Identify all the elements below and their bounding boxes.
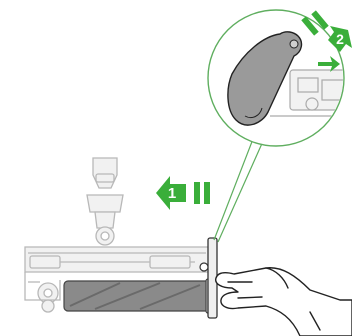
end-cap-release-button: [200, 263, 208, 271]
step-1-arrow-icon: 1: [156, 176, 210, 210]
wheel-left-inner: [42, 300, 54, 312]
motion-line: [194, 182, 200, 204]
floor-head-collar: [96, 174, 114, 182]
floor-head-neck: [93, 158, 117, 188]
callout-release-button: [290, 40, 298, 48]
callout-circle: [208, 10, 350, 146]
step-1-number: 1: [168, 185, 176, 202]
brush-bar: [64, 279, 214, 313]
floor-head-joint: [87, 195, 123, 212]
motion-line: [204, 182, 210, 204]
step-2-number: 2: [336, 31, 344, 47]
hand-outline: [216, 268, 352, 336]
hand: [216, 268, 352, 336]
